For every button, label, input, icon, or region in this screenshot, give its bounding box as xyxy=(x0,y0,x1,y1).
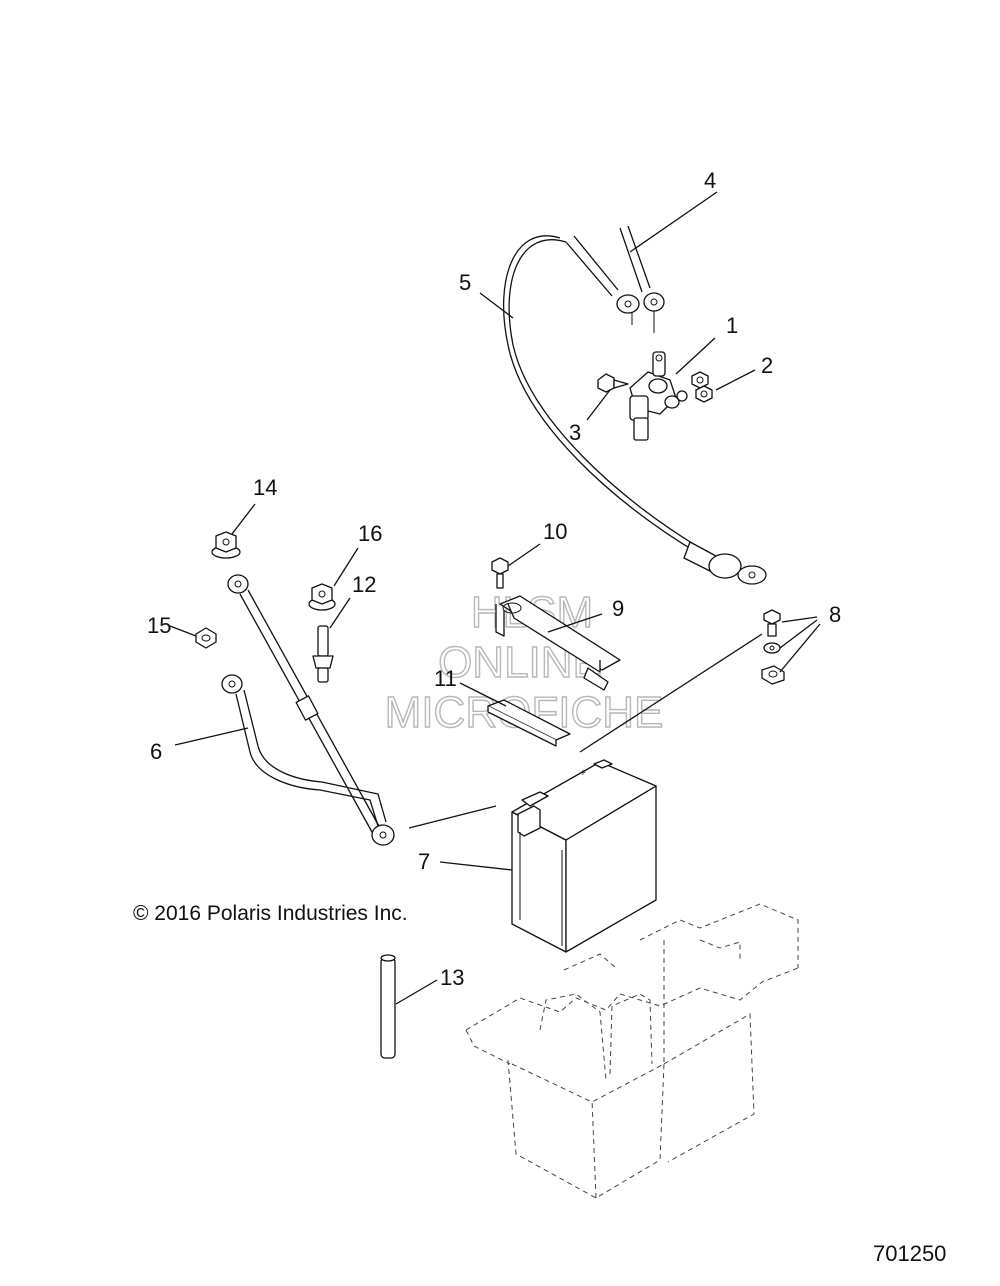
callout-3: 3 xyxy=(569,420,581,445)
part-14-nut xyxy=(211,531,241,559)
callout-11: 11 xyxy=(434,666,457,691)
leader-lines xyxy=(169,191,821,1005)
callout-5: 5 xyxy=(459,270,471,295)
battery-tray xyxy=(465,903,799,1199)
part-3-screw xyxy=(597,373,629,393)
callout-8: 8 xyxy=(829,602,841,627)
callout-1: 1 xyxy=(726,313,738,338)
callout-15: 15 xyxy=(147,613,171,638)
part-12-stud xyxy=(312,625,334,683)
callout-14: 14 xyxy=(253,475,277,500)
part-4-cables xyxy=(565,225,665,333)
part-9-bracket xyxy=(495,595,621,691)
part-6-cable xyxy=(221,674,387,827)
part-10-bolt xyxy=(491,557,509,589)
copyright-notice: © 2016 Polaris Industries Inc. xyxy=(133,902,408,925)
callout-16: 16 xyxy=(358,521,382,546)
part-1-relay xyxy=(629,351,688,441)
part-15-nut xyxy=(195,627,217,649)
callout-7: 7 xyxy=(418,849,430,874)
part-13-tube xyxy=(380,954,396,1059)
ground-strap xyxy=(227,574,395,846)
part-2-nuts xyxy=(691,371,713,403)
callout-2: 2 xyxy=(761,353,773,378)
part-7-battery: + xyxy=(511,759,657,953)
callout-6: 6 xyxy=(150,739,162,764)
part-16-nut xyxy=(308,583,336,611)
callouts: 1 2 3 4 5 6 7 8 9 10 11 12 13 14 15 16 xyxy=(147,168,841,990)
drawing-number: 701250 xyxy=(873,1241,947,1266)
callout-10: 10 xyxy=(543,519,567,544)
callout-9: 9 xyxy=(612,596,624,621)
callout-12: 12 xyxy=(352,572,376,597)
callout-4: 4 xyxy=(704,168,716,193)
callout-13: 13 xyxy=(440,965,464,990)
svg-text:+: + xyxy=(580,768,586,779)
part-5-cable xyxy=(502,235,767,585)
